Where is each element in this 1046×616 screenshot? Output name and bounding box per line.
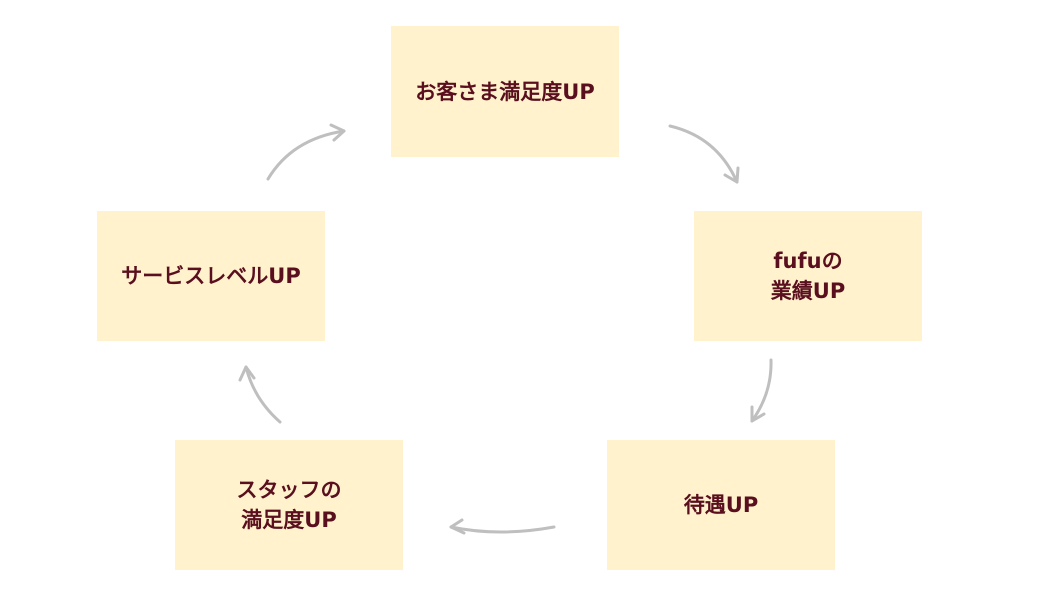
node-company-results-line-2: 業績UP [770, 279, 846, 303]
node-staff-satisfaction-line-1: スタッフの [236, 478, 342, 502]
node-customer-satisfaction-line-1: お客さま満足度UP [415, 79, 595, 104]
node-service-level: サービスレベルUP [97, 211, 325, 341]
node-staff-satisfaction-label: スタッフの 満足度UP [237, 475, 342, 535]
node-company-results: fufuの 業績UP [694, 211, 922, 341]
node-company-results-line-1: fufuの [773, 249, 843, 273]
node-customer-satisfaction-label: お客さま満足度UP [415, 77, 594, 107]
arrow-customer-to-results [668, 124, 739, 184]
arrow-head-customer-to-results [723, 166, 740, 184]
node-service-level-line-1: サービスレベルUP [121, 264, 301, 288]
arrow-head-staff-to-service [238, 365, 256, 382]
arrow-head-results-to-pay [750, 405, 766, 423]
arrow-head-pay-to-staff [449, 518, 466, 535]
arrow-pay-to-staff [449, 525, 556, 534]
arrow-results-to-pay [750, 358, 773, 423]
node-company-results-label: fufuの 業績UP [771, 246, 845, 306]
node-staff-satisfaction: スタッフの 満足度UP [175, 440, 403, 570]
node-pay-improvement-line-1: 待遇UP [683, 493, 759, 517]
arrow-service-to-customer [266, 129, 346, 181]
node-customer-satisfaction: お客さま満足度UP [391, 26, 619, 157]
arrow-staff-to-service [244, 365, 282, 424]
node-pay-improvement-label: 待遇UP [684, 490, 758, 520]
node-staff-satisfaction-line-2: 満足度UP [241, 508, 337, 532]
node-pay-improvement: 待遇UP [607, 440, 835, 570]
arrow-head-service-to-customer [329, 123, 346, 142]
node-service-level-label: サービスレベルUP [121, 261, 300, 291]
